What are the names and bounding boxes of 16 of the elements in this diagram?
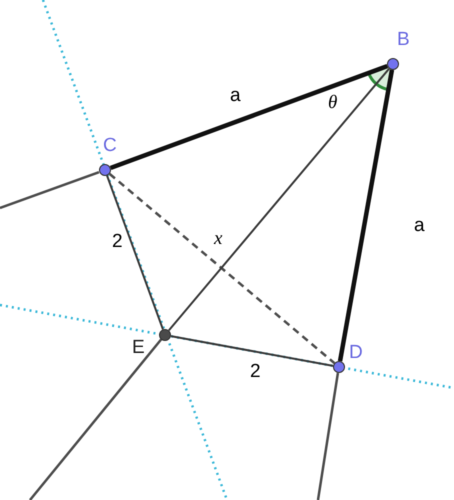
dashed-segment [108,172,336,364]
line-segment [110,64,388,170]
edge-label: x [214,229,222,249]
edge-label: 2 [250,362,261,382]
line-segment [168,68,390,332]
point-label: C [103,136,117,156]
edge-label: a [414,216,425,236]
point-label: E [132,338,145,358]
line-segment [106,175,164,330]
line-segment [338,70,394,362]
point-label: D [349,343,363,363]
point-label: B [397,30,410,50]
angle-label: θ [328,93,338,113]
edge-label: 2 [112,232,123,252]
line-segment [170,335,334,367]
edge-label: a [230,86,241,106]
